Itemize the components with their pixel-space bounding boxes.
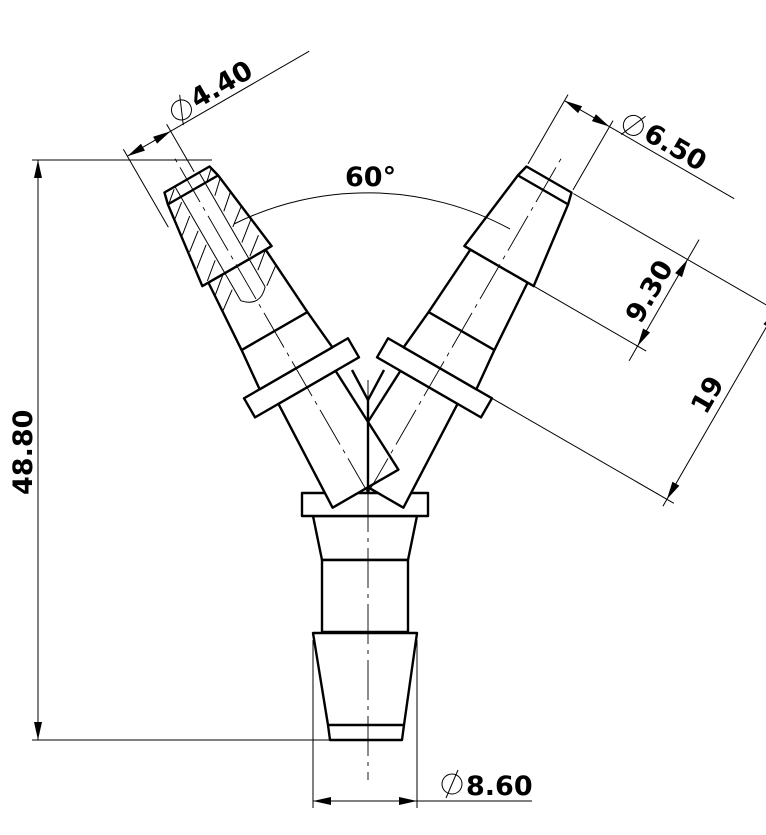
angle-label: 60° (345, 162, 396, 193)
diameter-icon (170, 94, 192, 126)
overall-height-dimension: 48.80 (8, 159, 330, 741)
overall-height-label: 48.80 (8, 410, 39, 495)
bottom-diameter-dimension: 8.60 (312, 640, 533, 808)
bottom-diameter-label: 8.60 (466, 771, 533, 802)
left-branch-section (133, 148, 419, 520)
left-diameter-label: 4.40 (185, 55, 258, 115)
diameter-icon (441, 769, 463, 799)
section-hatching (168, 167, 277, 312)
angle-dimension: 60° (233, 162, 511, 230)
diameter-icon (620, 114, 646, 136)
branch-length-label: 19 (685, 371, 731, 419)
right-diameter-dimension: 6.50 (527, 94, 735, 200)
bottom-stem (300, 491, 430, 742)
barb-length-label: 9.30 (620, 255, 680, 328)
center-lines (172, 155, 564, 780)
right-diameter-label: 6.50 (638, 118, 711, 178)
